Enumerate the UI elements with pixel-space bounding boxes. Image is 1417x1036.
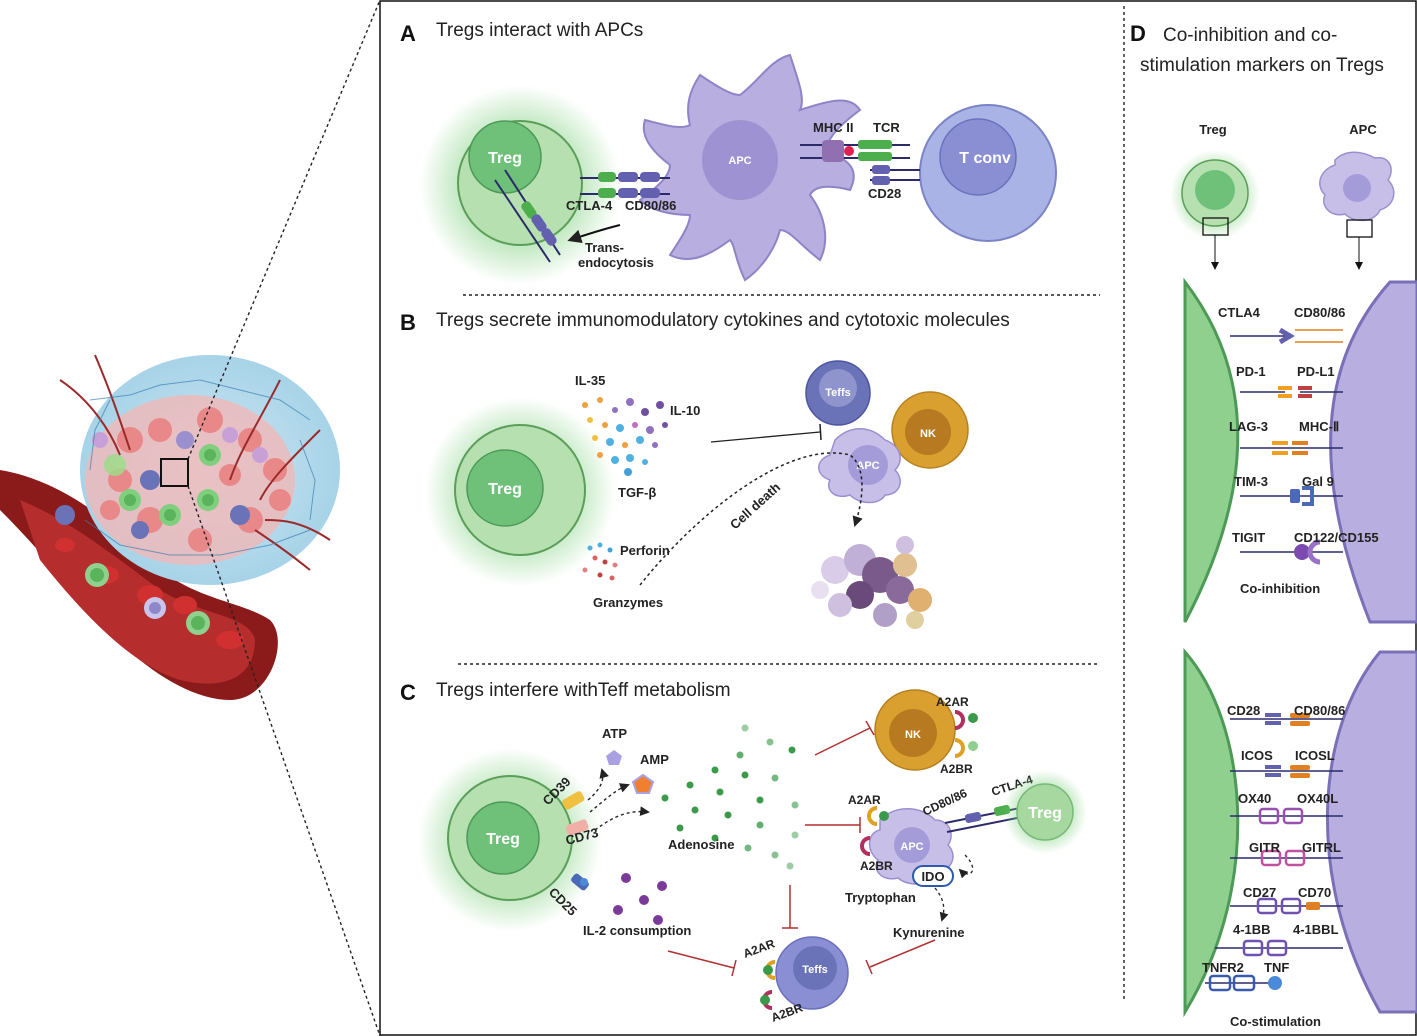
- panel-b: B Tregs secrete immunomodulatory cytokin…: [400, 310, 1010, 629]
- apc-label-b: APC: [856, 460, 879, 472]
- mhc2-label: MHC II: [813, 120, 853, 135]
- il2-label: IL-2 consumption: [583, 923, 691, 938]
- panel-a: A Tregs interact with APCs Treg APC T co…: [400, 20, 1057, 285]
- adenosine-particles: [661, 724, 799, 870]
- apc-label-d: APC: [1349, 122, 1377, 137]
- treg-membrane-stimulation: [1183, 648, 1240, 1018]
- atp-icon: [606, 750, 622, 765]
- treg-small-cell-c: [1016, 783, 1074, 841]
- a2br-label-nk: A2BR: [940, 762, 973, 776]
- panel-a-title: Tregs interact with APCs: [436, 20, 643, 41]
- apc-label-a: APC: [728, 155, 751, 167]
- treg-label-c: Treg: [486, 831, 520, 848]
- tcr-label: TCR: [873, 120, 900, 135]
- cs-left-1: ICOS: [1241, 748, 1273, 763]
- cs-left-3: GITR: [1249, 840, 1281, 855]
- ido-badge: [912, 865, 954, 887]
- panel-c-letter: C: [400, 680, 416, 705]
- ci-left-0: CTLA4: [1218, 305, 1261, 320]
- cs-right-4: CD70: [1298, 885, 1331, 900]
- nk-label-b: NK: [920, 428, 936, 440]
- cs-right-2: OX40L: [1297, 791, 1338, 806]
- treg-small-label-c: Treg: [1028, 805, 1062, 822]
- granzymes-label: Granzymes: [593, 595, 663, 610]
- cs-left-6: TNFR2: [1202, 960, 1244, 975]
- a2br-label-apc: A2BR: [860, 859, 893, 873]
- panel-c-title: Tregs interfere withTeff metabolism: [436, 680, 731, 701]
- cs-right-0: CD80/86: [1294, 703, 1345, 718]
- treg-label-d: Treg: [1199, 122, 1227, 137]
- cytokine-cloud: [582, 397, 668, 476]
- panel-b-letter: B: [400, 310, 416, 335]
- cd80-86-label-c: CD80/86: [920, 786, 969, 819]
- ido-label: IDO: [921, 869, 944, 884]
- cell-death-label: Cell death: [727, 479, 783, 532]
- cs-left-2: OX40: [1238, 791, 1271, 806]
- costimulation-label: Co-stimulation: [1230, 1014, 1321, 1029]
- apc-membrane-inhibition: [1329, 280, 1417, 624]
- tryptophan-label: Tryptophan: [845, 890, 916, 905]
- tumor-illustration: [0, 0, 381, 1036]
- amp-label: AMP: [640, 752, 669, 767]
- treg-membrane-inhibition: [1183, 277, 1240, 623]
- panel-d-letter: D: [1130, 21, 1146, 46]
- panel-d-title-1: Co-inhibition and co-: [1163, 25, 1337, 46]
- teffs-label-b: Teffs: [825, 387, 850, 399]
- panel-c: C Tregs interfere withTeff metabolism Tr…: [400, 680, 1087, 1025]
- panel-b-title: Tregs secrete immunomodulatory cytokines…: [436, 310, 1010, 331]
- cd80-86-label-a: CD80/86: [625, 198, 676, 213]
- il35-label: IL-35: [575, 373, 605, 388]
- tconv-label: T conv: [959, 150, 1011, 167]
- a2br-label-teff: A2BR: [769, 1000, 805, 1024]
- a2ar-label-apc: A2AR: [848, 793, 881, 807]
- a2ar-label-teff: A2AR: [741, 936, 777, 960]
- teffs-label-c: Teffs: [802, 964, 827, 976]
- kynurenine-label: Kynurenine: [893, 925, 965, 940]
- atp-label: ATP: [602, 726, 627, 741]
- cs-left-0: CD28: [1227, 703, 1260, 718]
- cd28-label-a: CD28: [868, 186, 901, 201]
- amp-icon: [631, 773, 655, 794]
- zoom-box: [160, 458, 189, 487]
- perforin-label: Perforin: [620, 543, 670, 558]
- panel-d-title-2: stimulation markers on Tregs: [1140, 55, 1384, 76]
- ci-left-2: LAG-3: [1229, 419, 1268, 434]
- ci-right-1: PD-L1: [1297, 364, 1335, 379]
- cs-right-3: GITRL: [1302, 840, 1341, 855]
- cs-left-4: CD27: [1243, 885, 1276, 900]
- apc-membrane-stimulation: [1325, 650, 1417, 1014]
- ci-right-0: CD80/86: [1294, 305, 1345, 320]
- ci-left-1: PD-1: [1236, 364, 1266, 379]
- ci-right-3: Gal 9: [1302, 474, 1334, 489]
- coinhibition-label: Co-inhibition: [1240, 581, 1320, 596]
- ci-left-3: TIM-3: [1234, 474, 1268, 489]
- panel-d: D Co-inhibition and co- stimulation mark…: [1130, 21, 1417, 1029]
- nk-label-c: NK: [905, 729, 921, 741]
- panel-a-letter: A: [400, 21, 416, 46]
- treg-label-b: Treg: [488, 481, 522, 498]
- cs-right-1: ICOSL: [1295, 748, 1335, 763]
- ci-right-2: MHC-Ⅱ: [1299, 419, 1339, 434]
- apoptotic-debris: [811, 536, 932, 629]
- il10-label: IL-10: [670, 403, 700, 418]
- a2ar-label-nk: A2AR: [936, 695, 969, 709]
- treg-label-a: Treg: [488, 150, 522, 167]
- trans-label-2: endocytosis: [578, 255, 654, 270]
- tgfb-label: TGF-β: [618, 485, 656, 500]
- ci-left-4: TIGIT: [1232, 530, 1265, 545]
- apc-cell-a: APC: [638, 53, 862, 282]
- cs-left-5: 4-1BB: [1233, 922, 1271, 937]
- apc-label-c: APC: [900, 841, 923, 853]
- adenosine-label: Adenosine: [668, 837, 734, 852]
- cs-right-5: 4-1BBL: [1293, 922, 1339, 937]
- ctla4-label-a: CTLA-4: [566, 198, 613, 213]
- ci-right-4: CD122/CD155: [1294, 530, 1379, 545]
- cs-right-6: TNF: [1264, 960, 1289, 975]
- trans-label-1: Trans-: [585, 240, 624, 255]
